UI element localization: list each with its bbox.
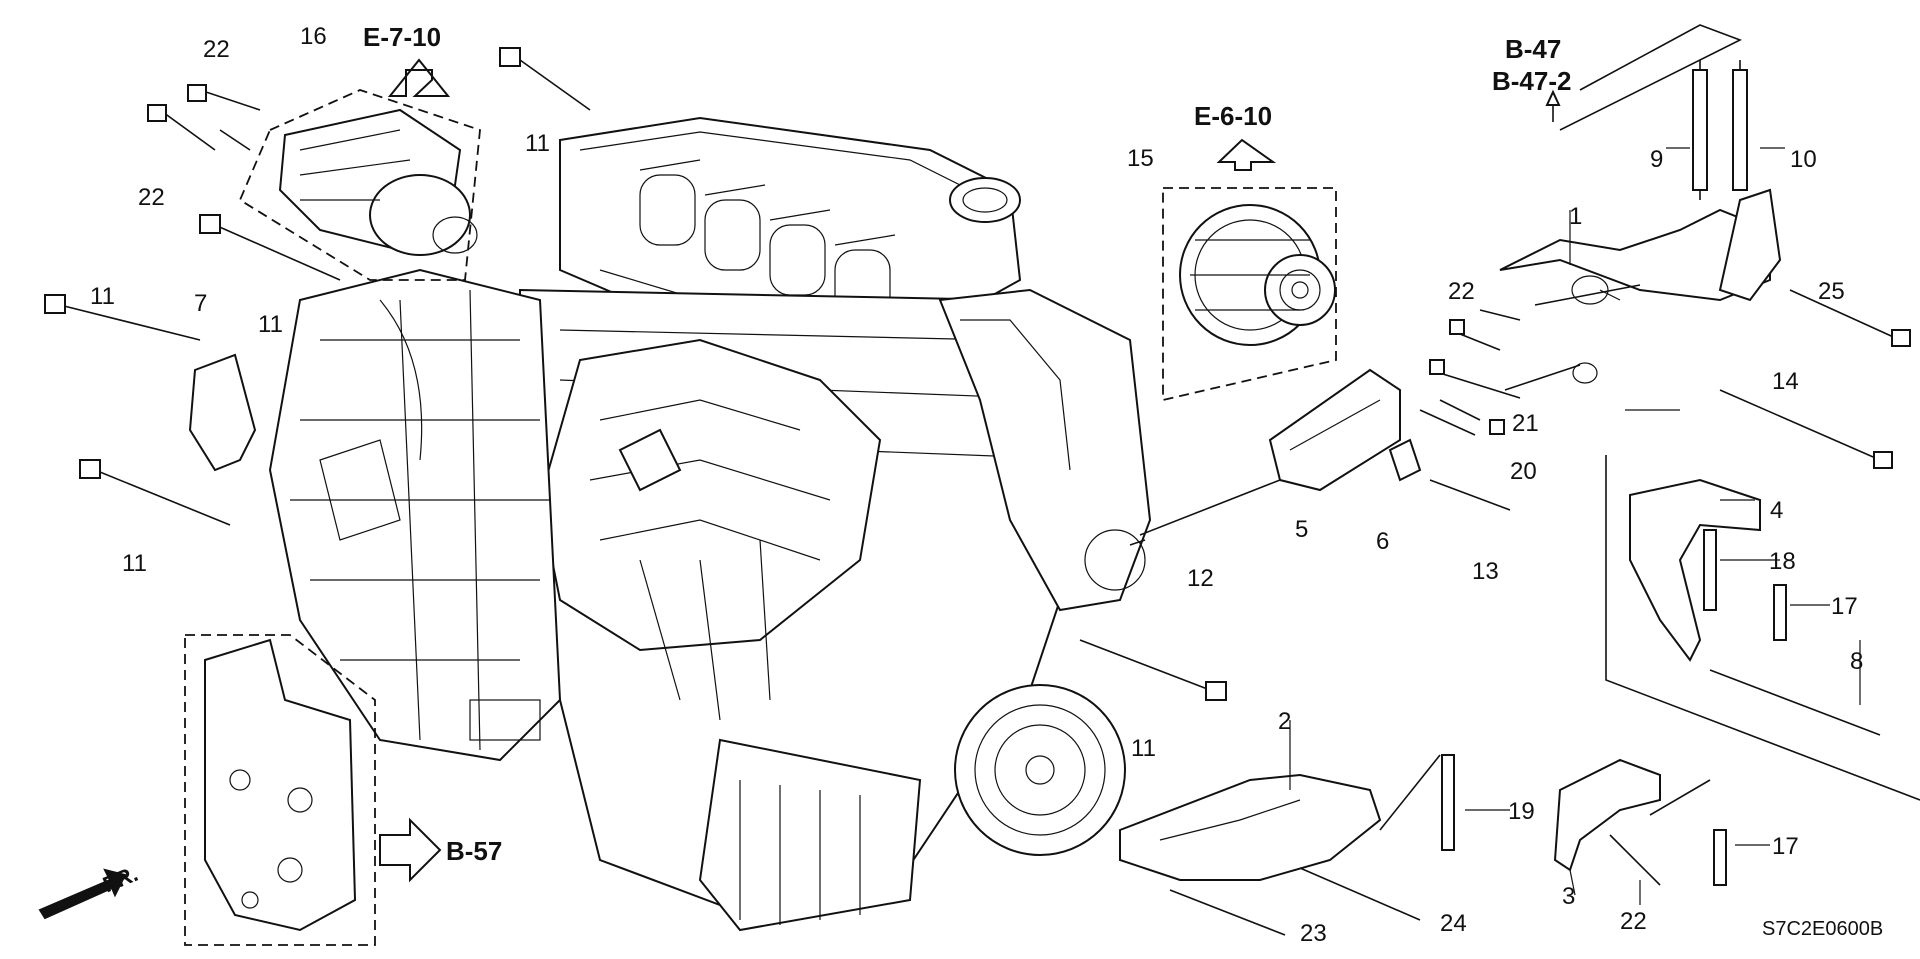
alternator-group bbox=[1162, 187, 1337, 402]
ref-starter[interactable]: E-7-10 bbox=[363, 22, 442, 52]
engine-assembly bbox=[268, 116, 1152, 932]
engine-mount-group bbox=[1499, 24, 1782, 384]
ref-cover-plate[interactable]: B-57 bbox=[446, 836, 503, 866]
callout-1: 1 bbox=[1569, 203, 1583, 230]
callout-2: 2 bbox=[1278, 708, 1292, 735]
ref-mount-stud[interactable]: B-47 bbox=[1505, 34, 1562, 64]
bolts bbox=[44, 47, 1911, 701]
callout-23: 23 bbox=[1300, 920, 1327, 947]
callout-12: 12 bbox=[1187, 565, 1214, 592]
callout-16: 16 bbox=[300, 23, 327, 50]
bracket-group-mid bbox=[1139, 368, 1511, 536]
callout-9: 9 bbox=[1650, 146, 1664, 173]
callout-11-lower: 11 bbox=[122, 550, 147, 577]
reference-arrows bbox=[38, 58, 1561, 920]
cover-plate-group bbox=[184, 634, 376, 946]
callout-17-upper: 17 bbox=[1831, 593, 1858, 620]
starter-group bbox=[238, 89, 481, 281]
rear-bracket-group bbox=[1605, 455, 1920, 801]
callout-19: 19 bbox=[1508, 798, 1535, 825]
callout-18: 18 bbox=[1769, 548, 1796, 575]
callout-3: 3 bbox=[1562, 883, 1576, 910]
callout-22-bottom: 22 bbox=[1620, 908, 1647, 935]
leader-lines bbox=[1289, 147, 1861, 905]
callout-15: 15 bbox=[1127, 145, 1154, 172]
bracket-7 bbox=[188, 353, 257, 472]
callout-22-left: 22 bbox=[138, 184, 165, 211]
callout-8: 8 bbox=[1850, 648, 1864, 675]
callout-11-right: 11 bbox=[1131, 735, 1156, 762]
lower-mount-group bbox=[1119, 754, 1455, 936]
callout-25: 25 bbox=[1818, 278, 1845, 305]
callout-7: 7 bbox=[194, 290, 208, 317]
callout-22-top: 22 bbox=[203, 36, 230, 63]
callout-6: 6 bbox=[1376, 528, 1390, 555]
callout-13: 13 bbox=[1472, 558, 1499, 585]
callout-20: 20 bbox=[1510, 458, 1537, 485]
callout-5: 5 bbox=[1295, 516, 1309, 543]
callout-17-lower: 17 bbox=[1772, 833, 1799, 860]
callout-4: 4 bbox=[1770, 497, 1784, 524]
callout-14: 14 bbox=[1772, 368, 1799, 395]
callout-11-mid: 11 bbox=[258, 311, 283, 338]
callout-11-left: 11 bbox=[90, 283, 115, 310]
callout-22-mount: 22 bbox=[1448, 278, 1475, 305]
callout-24: 24 bbox=[1440, 910, 1467, 937]
small-bracket-group bbox=[1553, 758, 1727, 886]
ref-alternator[interactable]: E-6-10 bbox=[1194, 101, 1273, 131]
callout-21: 21 bbox=[1512, 410, 1539, 437]
callout-11-top: 11 bbox=[525, 130, 550, 157]
callout-10: 10 bbox=[1790, 146, 1817, 173]
drawing-code: S7C2E0600B bbox=[1762, 918, 1884, 940]
ref-mount-stud-2[interactable]: B-47-2 bbox=[1492, 66, 1572, 96]
